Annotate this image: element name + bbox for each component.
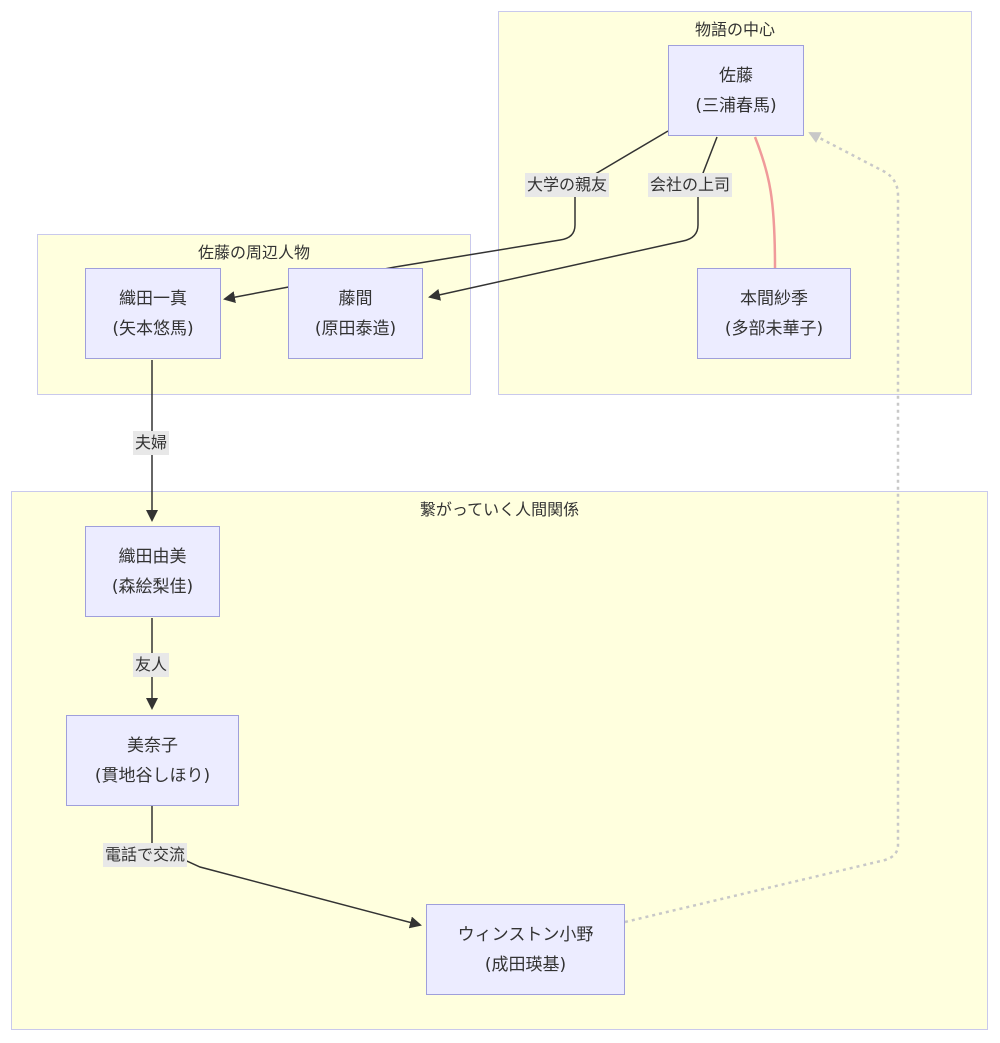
node-oda-yumi: 織田由美 (森絵梨佳) [85,526,220,617]
cluster-title-connections: 繋がっていく人間関係 [419,500,580,519]
node-honma-name: 本間紗季 [740,288,808,309]
edge-boss [428,136,718,301]
node-fujima: 藤間 (原田泰造) [288,268,423,359]
edge-label-best-friend: 大学の親友 [525,173,610,197]
node-minako-name: 美奈子 [127,735,178,756]
node-honma-actor: (多部未華子) [724,318,824,339]
node-satou-actor: (三浦春馬) [695,95,777,116]
node-winston-actor: (成田瑛基) [484,954,567,975]
node-winston: ウィンストン小野 (成田瑛基) [426,904,625,995]
node-winston-name: ウィンストン小野 [457,924,594,945]
edge-love [753,136,777,269]
edge-best-friend [223,130,669,304]
node-satou-name: 佐藤 [719,65,753,86]
node-minako: 美奈子 (貫地谷しほり) [66,715,239,806]
edge-label-boss: 会社の上司 [648,173,733,197]
cluster-title-center: 物語の中心 [694,20,775,39]
node-satou: 佐藤 (三浦春馬) [668,45,804,136]
edge-label-couple: 夫婦 [133,431,170,455]
edge-label-friend: 友人 [133,653,170,677]
cluster-title-satou-people: 佐藤の周辺人物 [197,243,310,262]
node-oda-yumi-actor: (森絵梨佳) [111,576,194,597]
edge-label-phone: 電話で交流 [103,843,188,867]
node-oda-yumi-name: 織田由美 [118,546,187,567]
node-minako-actor: (貫地谷しほり) [94,765,211,786]
node-oda-kazuma-actor: (矢本悠馬) [112,318,194,339]
node-honma: 本間紗季 (多部未華子) [697,268,851,359]
node-fujima-actor: (原田泰造) [314,318,397,339]
node-fujima-name: 藤間 [338,288,373,309]
edge-dotted [624,131,900,924]
node-oda-kazuma: 織田一真 (矢本悠馬) [85,268,221,359]
edge-phone [151,806,422,929]
node-oda-kazuma-name: 織田一真 [119,288,187,309]
